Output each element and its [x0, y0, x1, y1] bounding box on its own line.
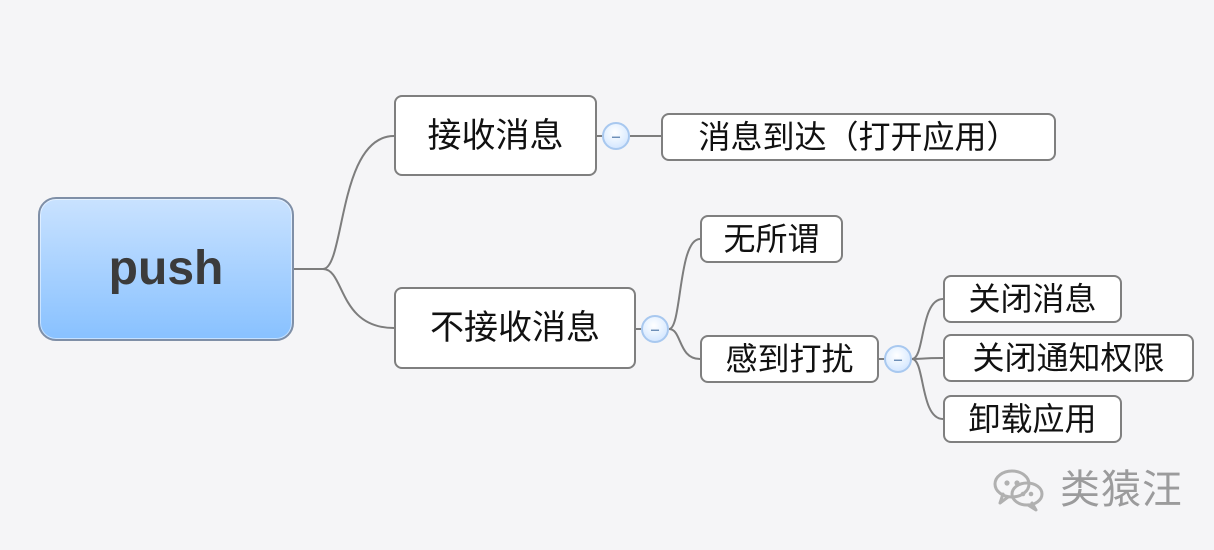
connector-toggle-to-disturbed: [668, 328, 701, 360]
collapse-toggle-disturbed[interactable]: –: [884, 345, 912, 373]
collapse-icon: –: [650, 317, 660, 341]
collapse-icon: –: [893, 347, 903, 371]
node-not-receive-message[interactable]: 不接收消息: [394, 287, 636, 369]
connector-toggle-to-uninstall: [911, 358, 944, 420]
node-receive-message[interactable]: 接收消息: [394, 95, 597, 176]
root-node-label: push: [108, 242, 224, 295]
watermark-text: 类猿汪: [1060, 467, 1183, 513]
connector-toggle-to-close-message: [911, 298, 944, 360]
node-feel-disturbed-label: 感到打扰: [725, 340, 854, 378]
node-message-arrival-open-app-label: 消息到达（打开应用）: [698, 118, 1019, 156]
node-close-notification-permission[interactable]: 关闭通知权限: [943, 334, 1194, 382]
collapse-icon: –: [611, 124, 621, 148]
connector-toggle-to-close-permission: [911, 357, 944, 360]
connector-root-to-not-receive: [294, 268, 395, 329]
node-close-message-label: 关闭消息: [968, 280, 1097, 318]
node-receive-message-label: 接收消息: [427, 115, 564, 156]
node-close-notification-permission-label: 关闭通知权限: [972, 339, 1165, 377]
node-uninstall-app[interactable]: 卸载应用: [943, 395, 1122, 443]
collapse-toggle-not-receive[interactable]: –: [641, 315, 669, 343]
node-uninstall-app-label: 卸载应用: [968, 400, 1097, 438]
node-indifferent[interactable]: 无所谓: [700, 215, 843, 263]
wechat-icon: [993, 469, 1044, 512]
node-close-message[interactable]: 关闭消息: [943, 275, 1122, 323]
root-node-push[interactable]: push: [38, 197, 294, 341]
node-indifferent-label: 无所谓: [723, 220, 820, 258]
connector-root-to-receive: [294, 135, 395, 270]
node-feel-disturbed[interactable]: 感到打扰: [700, 335, 879, 383]
connector-toggle-to-indifferent: [668, 238, 701, 330]
collapse-toggle-receive[interactable]: –: [602, 122, 630, 150]
node-message-arrival-open-app[interactable]: 消息到达（打开应用）: [661, 113, 1056, 161]
watermark: 类猿汪: [990, 462, 1190, 518]
node-not-receive-message-label: 不接收消息: [430, 308, 600, 348]
